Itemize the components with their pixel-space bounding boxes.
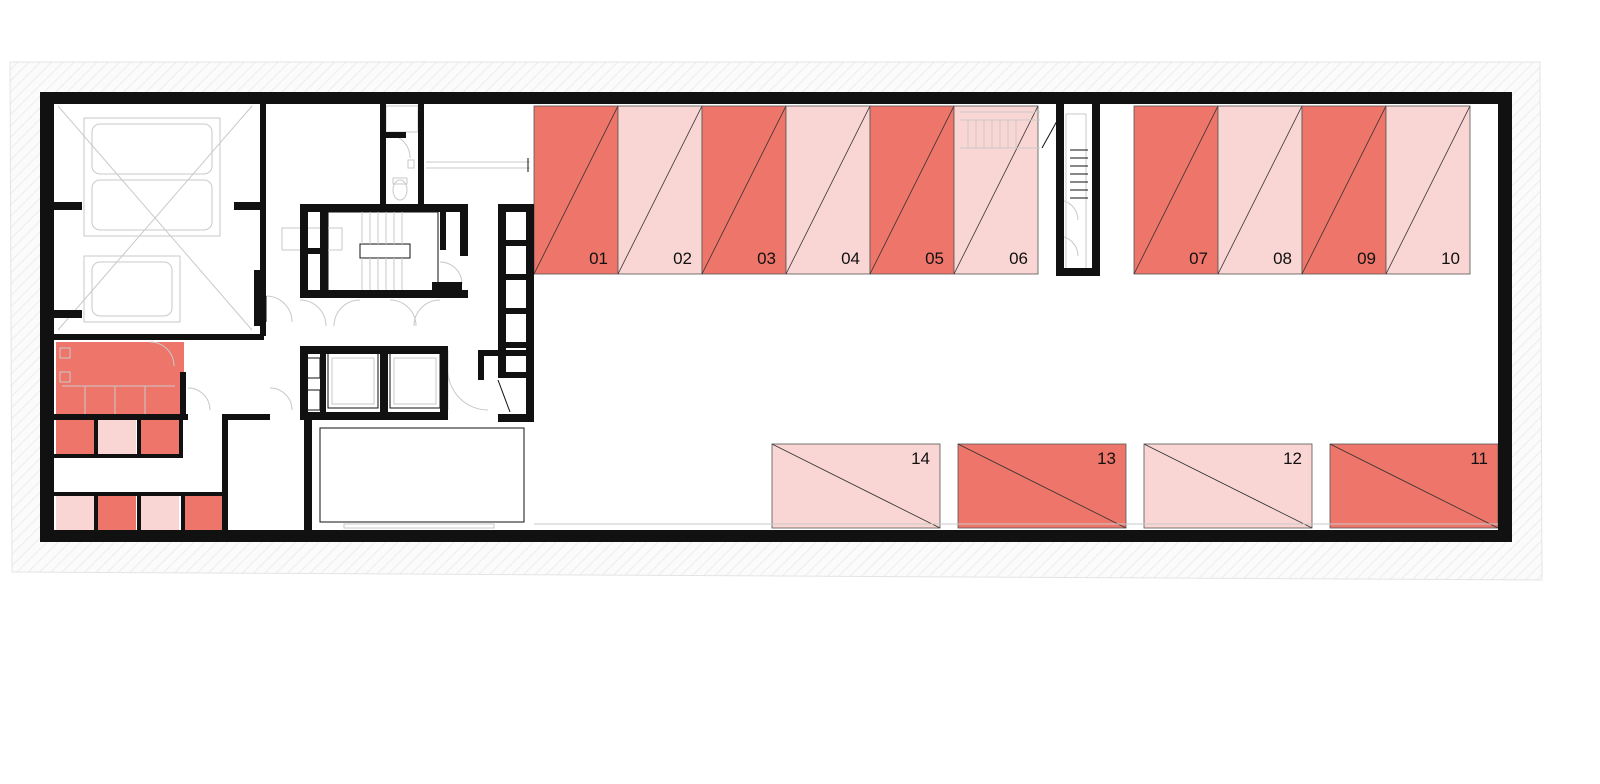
space-number: 03: [757, 249, 776, 268]
ramp-room: [319, 427, 1500, 529]
space-number: 13: [1097, 449, 1116, 468]
parking-space-12: 12: [1143, 443, 1313, 529]
parking-space-02: 02: [617, 105, 703, 275]
space-number: 07: [1189, 249, 1208, 268]
door-swings: [265, 295, 293, 323]
parking-space-13: 13: [957, 443, 1127, 529]
parking-space-03: 03: [701, 105, 787, 275]
parking-space-14: 14: [771, 443, 941, 529]
space-number: 12: [1283, 449, 1302, 468]
top-parking-spaces: 01 02 03 04 05 06 07 08 09 10: [533, 105, 1471, 275]
parking-space-01: 01: [533, 105, 619, 275]
parking-space-09: 09: [1301, 105, 1387, 275]
parking-space-05: 05: [869, 105, 955, 275]
parking-space-08: 08: [1217, 105, 1303, 275]
space-number: 10: [1441, 249, 1460, 268]
space-number: 14: [911, 449, 930, 468]
parking-space-04: 04: [785, 105, 871, 275]
space-number: 09: [1357, 249, 1376, 268]
space-number: 11: [1470, 449, 1488, 468]
parking-space-10: 10: [1385, 105, 1471, 275]
space-number: 02: [673, 249, 692, 268]
space-number: 05: [925, 249, 944, 268]
parking-space-11: 11: [1329, 443, 1499, 529]
tank-room: [57, 105, 253, 331]
parking-space-07: 07: [1133, 105, 1219, 275]
storage-blocks: [56, 342, 223, 530]
bottom-parking-spaces: 14 13 12 11: [771, 443, 1499, 529]
walls: [40, 92, 1512, 542]
space-number: 04: [841, 249, 860, 268]
space-number: 06: [1009, 249, 1028, 268]
space-number: 08: [1273, 249, 1292, 268]
space-number: 01: [589, 249, 608, 268]
parking-space-06: 06: [953, 105, 1039, 275]
